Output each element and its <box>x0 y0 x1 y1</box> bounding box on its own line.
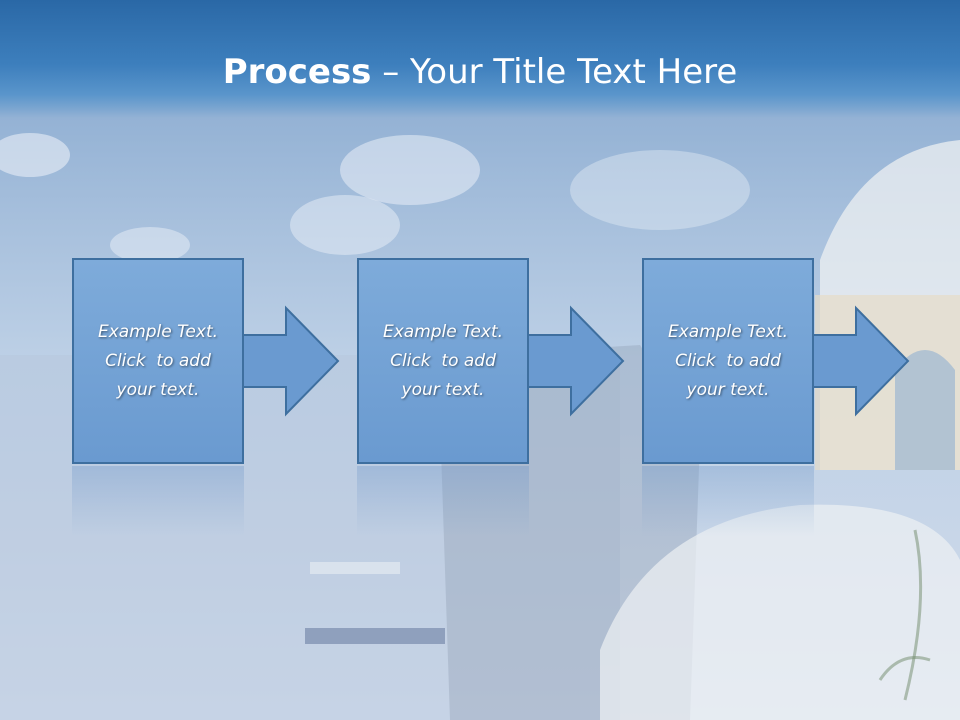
step-1-line-2: Click to add <box>105 350 211 371</box>
step-1-line-1: Example Text. <box>97 321 219 342</box>
step-2-text: Example Text. Click to add your text. <box>368 318 518 405</box>
step-3-text: Example Text. Click to add your text. <box>653 318 803 405</box>
title-bar <box>0 0 960 118</box>
step-2-arrow-icon <box>526 305 625 417</box>
step-1-reflection <box>72 466 244 536</box>
step-1-arrow-icon <box>241 305 340 417</box>
step-2-line-1: Example Text. <box>382 321 504 342</box>
title-bold-part: Process <box>222 52 372 92</box>
title-text-part: – Your Title Text Here <box>371 52 738 92</box>
step-3-line-2: Click to add <box>675 350 781 371</box>
step-2-box[interactable]: Example Text. Click to add your text. <box>357 258 529 464</box>
step-3-arrow-icon <box>811 305 910 417</box>
step-2-line-3: your text. <box>401 379 485 400</box>
step-1-box[interactable]: Example Text. Click to add your text. <box>72 258 244 464</box>
slide-title[interactable]: Process – Your Title Text Here <box>0 52 960 92</box>
step-2-line-2: Click to add <box>390 350 496 371</box>
step-1-text: Example Text. Click to add your text. <box>83 318 233 405</box>
step-3-reflection <box>642 466 814 536</box>
step-1-line-3: your text. <box>116 379 200 400</box>
step-3-line-1: Example Text. <box>667 321 789 342</box>
step-3-box[interactable]: Example Text. Click to add your text. <box>642 258 814 464</box>
step-2-reflection <box>357 466 529 536</box>
step-3-line-3: your text. <box>686 379 770 400</box>
